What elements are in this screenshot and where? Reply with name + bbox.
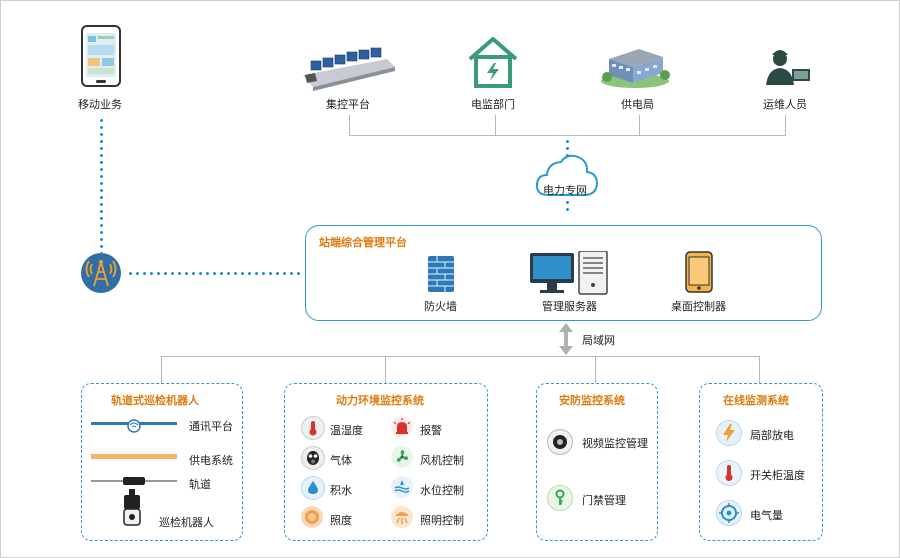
env-item-label: 照度 [330,514,352,527]
bus-line [759,356,760,383]
power-monitor-label: 电监部门 [471,98,515,111]
cloud-icon [534,151,600,199]
camera-icon [547,429,573,455]
dotted-link [100,117,103,253]
robot-item-label: 轨道 [189,478,211,491]
online-item-label: 开关柜温度 [750,469,805,482]
building-icon [599,39,671,89]
power-supply-bar [91,454,177,459]
firewall-label: 防火墙 [424,300,457,313]
water-level-icon [391,476,413,498]
robot-item-label: 巡检机器人 [159,516,214,529]
lan-label: 局域网 [582,334,615,347]
lighting-icon [391,506,413,528]
meter-icon [716,500,742,526]
track-icon [91,475,177,489]
security-item-label: 视频监控管理 [582,437,648,450]
firewall-icon [428,256,454,292]
tablet-icon [685,251,713,293]
platform-title: 站端综合管理平台 [319,236,407,249]
security-item-label: 门禁管理 [582,494,626,507]
illuminance-icon [301,506,323,528]
key-icon [547,485,573,511]
house-lightning-icon [467,35,519,89]
connector-line [349,115,350,135]
dotted-link [566,138,569,156]
online-item-label: 局部放电 [750,429,794,442]
mobile-label: 移动业务 [78,98,122,111]
connector-line [639,115,640,135]
comm-platform-icon [91,415,177,435]
alarm-icon [391,416,413,438]
antenna-tower-icon [80,252,122,294]
dotted-link [127,272,303,275]
gas-mask-icon [301,446,325,470]
env-item-label: 报警 [420,424,442,437]
water-icon [301,476,325,500]
double-arrow-icon [559,323,573,355]
environment-title: 动力环境监控系统 [336,394,424,407]
control-center-icon [301,45,397,91]
robot-item-label: 通讯平台 [189,420,233,433]
bus-line [595,356,596,383]
robot-item-label: 供电系统 [189,454,233,467]
env-item-label: 风机控制 [420,454,464,467]
connector-line [495,115,496,135]
security-system-box [536,383,658,541]
supply-bureau-label: 供电局 [621,98,654,111]
online-title: 在线监测系统 [723,394,789,407]
mobile-phone-icon [81,25,121,87]
inspection-robot-icon [121,489,143,527]
station-platform-box [305,225,822,321]
online-monitoring-box [699,383,823,541]
temperature-icon [716,460,742,486]
bus-line [161,356,759,357]
server-monitor-icon [529,251,609,295]
dotted-link [566,199,569,215]
online-item-label: 电气量 [750,509,783,522]
robot-system-box [81,383,243,541]
env-item-label: 照明控制 [420,514,464,527]
env-item-label: 水位控制 [420,484,464,497]
fan-icon [391,446,413,468]
env-item-label: 温湿度 [330,424,363,437]
connector-line [785,115,786,135]
environment-system-box [284,383,488,541]
control-center-label: 集控平台 [326,98,370,111]
lightning-icon [716,420,742,446]
cloud-label: 电力专网 [543,184,587,197]
maintenance-label: 运维人员 [763,98,807,111]
robot-title: 轨道式巡检机器人 [111,394,199,407]
server-label: 管理服务器 [542,300,597,313]
thermometer-icon [301,416,325,440]
bus-line [385,356,386,383]
env-item-label: 积水 [330,484,352,497]
connector-line [349,135,786,136]
worker-icon [764,43,812,87]
security-title: 安防监控系统 [559,394,625,407]
desk-controller-label: 桌面控制器 [671,300,726,313]
env-item-label: 气体 [330,454,352,467]
bus-line [161,356,162,383]
